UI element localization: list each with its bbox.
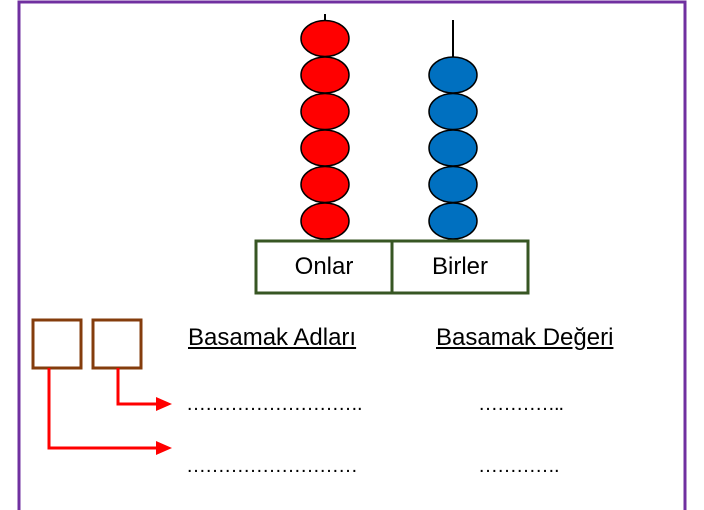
abacus-base-tens xyxy=(254,239,394,295)
arrow-tens-head xyxy=(156,441,172,455)
place-names-header: Basamak Adları xyxy=(188,324,357,351)
answer-blank-place-name-2[interactable]: ……………………… xyxy=(186,455,358,477)
bead-ones xyxy=(428,56,478,94)
arrow-tens-connector xyxy=(47,368,158,450)
abacus-beads-tens xyxy=(300,19,350,240)
place-values-header: Basamak Değeri xyxy=(436,324,614,351)
bead-ones xyxy=(428,92,478,131)
bead-tens xyxy=(300,92,350,131)
answer-blank-place-name-1[interactable]: ………………………. xyxy=(186,393,363,415)
arrow-ones-head xyxy=(156,397,172,411)
bead-ones xyxy=(428,202,478,240)
abacus-base-ones xyxy=(390,239,530,295)
digit-box-ones[interactable] xyxy=(91,318,143,370)
worksheet-border xyxy=(17,0,687,510)
abacus-beads-ones xyxy=(428,56,478,240)
bead-tens xyxy=(300,19,350,58)
abacus-label-tens: Onlar xyxy=(294,253,354,280)
bead-tens xyxy=(300,129,350,167)
answer-blank-place-value-1[interactable]: ………….. xyxy=(478,393,564,415)
answer-blank-place-value-2[interactable]: …………. xyxy=(478,455,560,477)
bead-ones xyxy=(428,129,478,167)
bead-tens xyxy=(300,165,350,204)
abacus-label-ones: Birler xyxy=(431,253,488,280)
bead-tens xyxy=(300,56,350,94)
bead-ones xyxy=(428,165,478,204)
arrow-ones-connector xyxy=(116,368,158,406)
bead-tens xyxy=(300,202,350,240)
digit-box-tens[interactable] xyxy=(31,318,83,370)
